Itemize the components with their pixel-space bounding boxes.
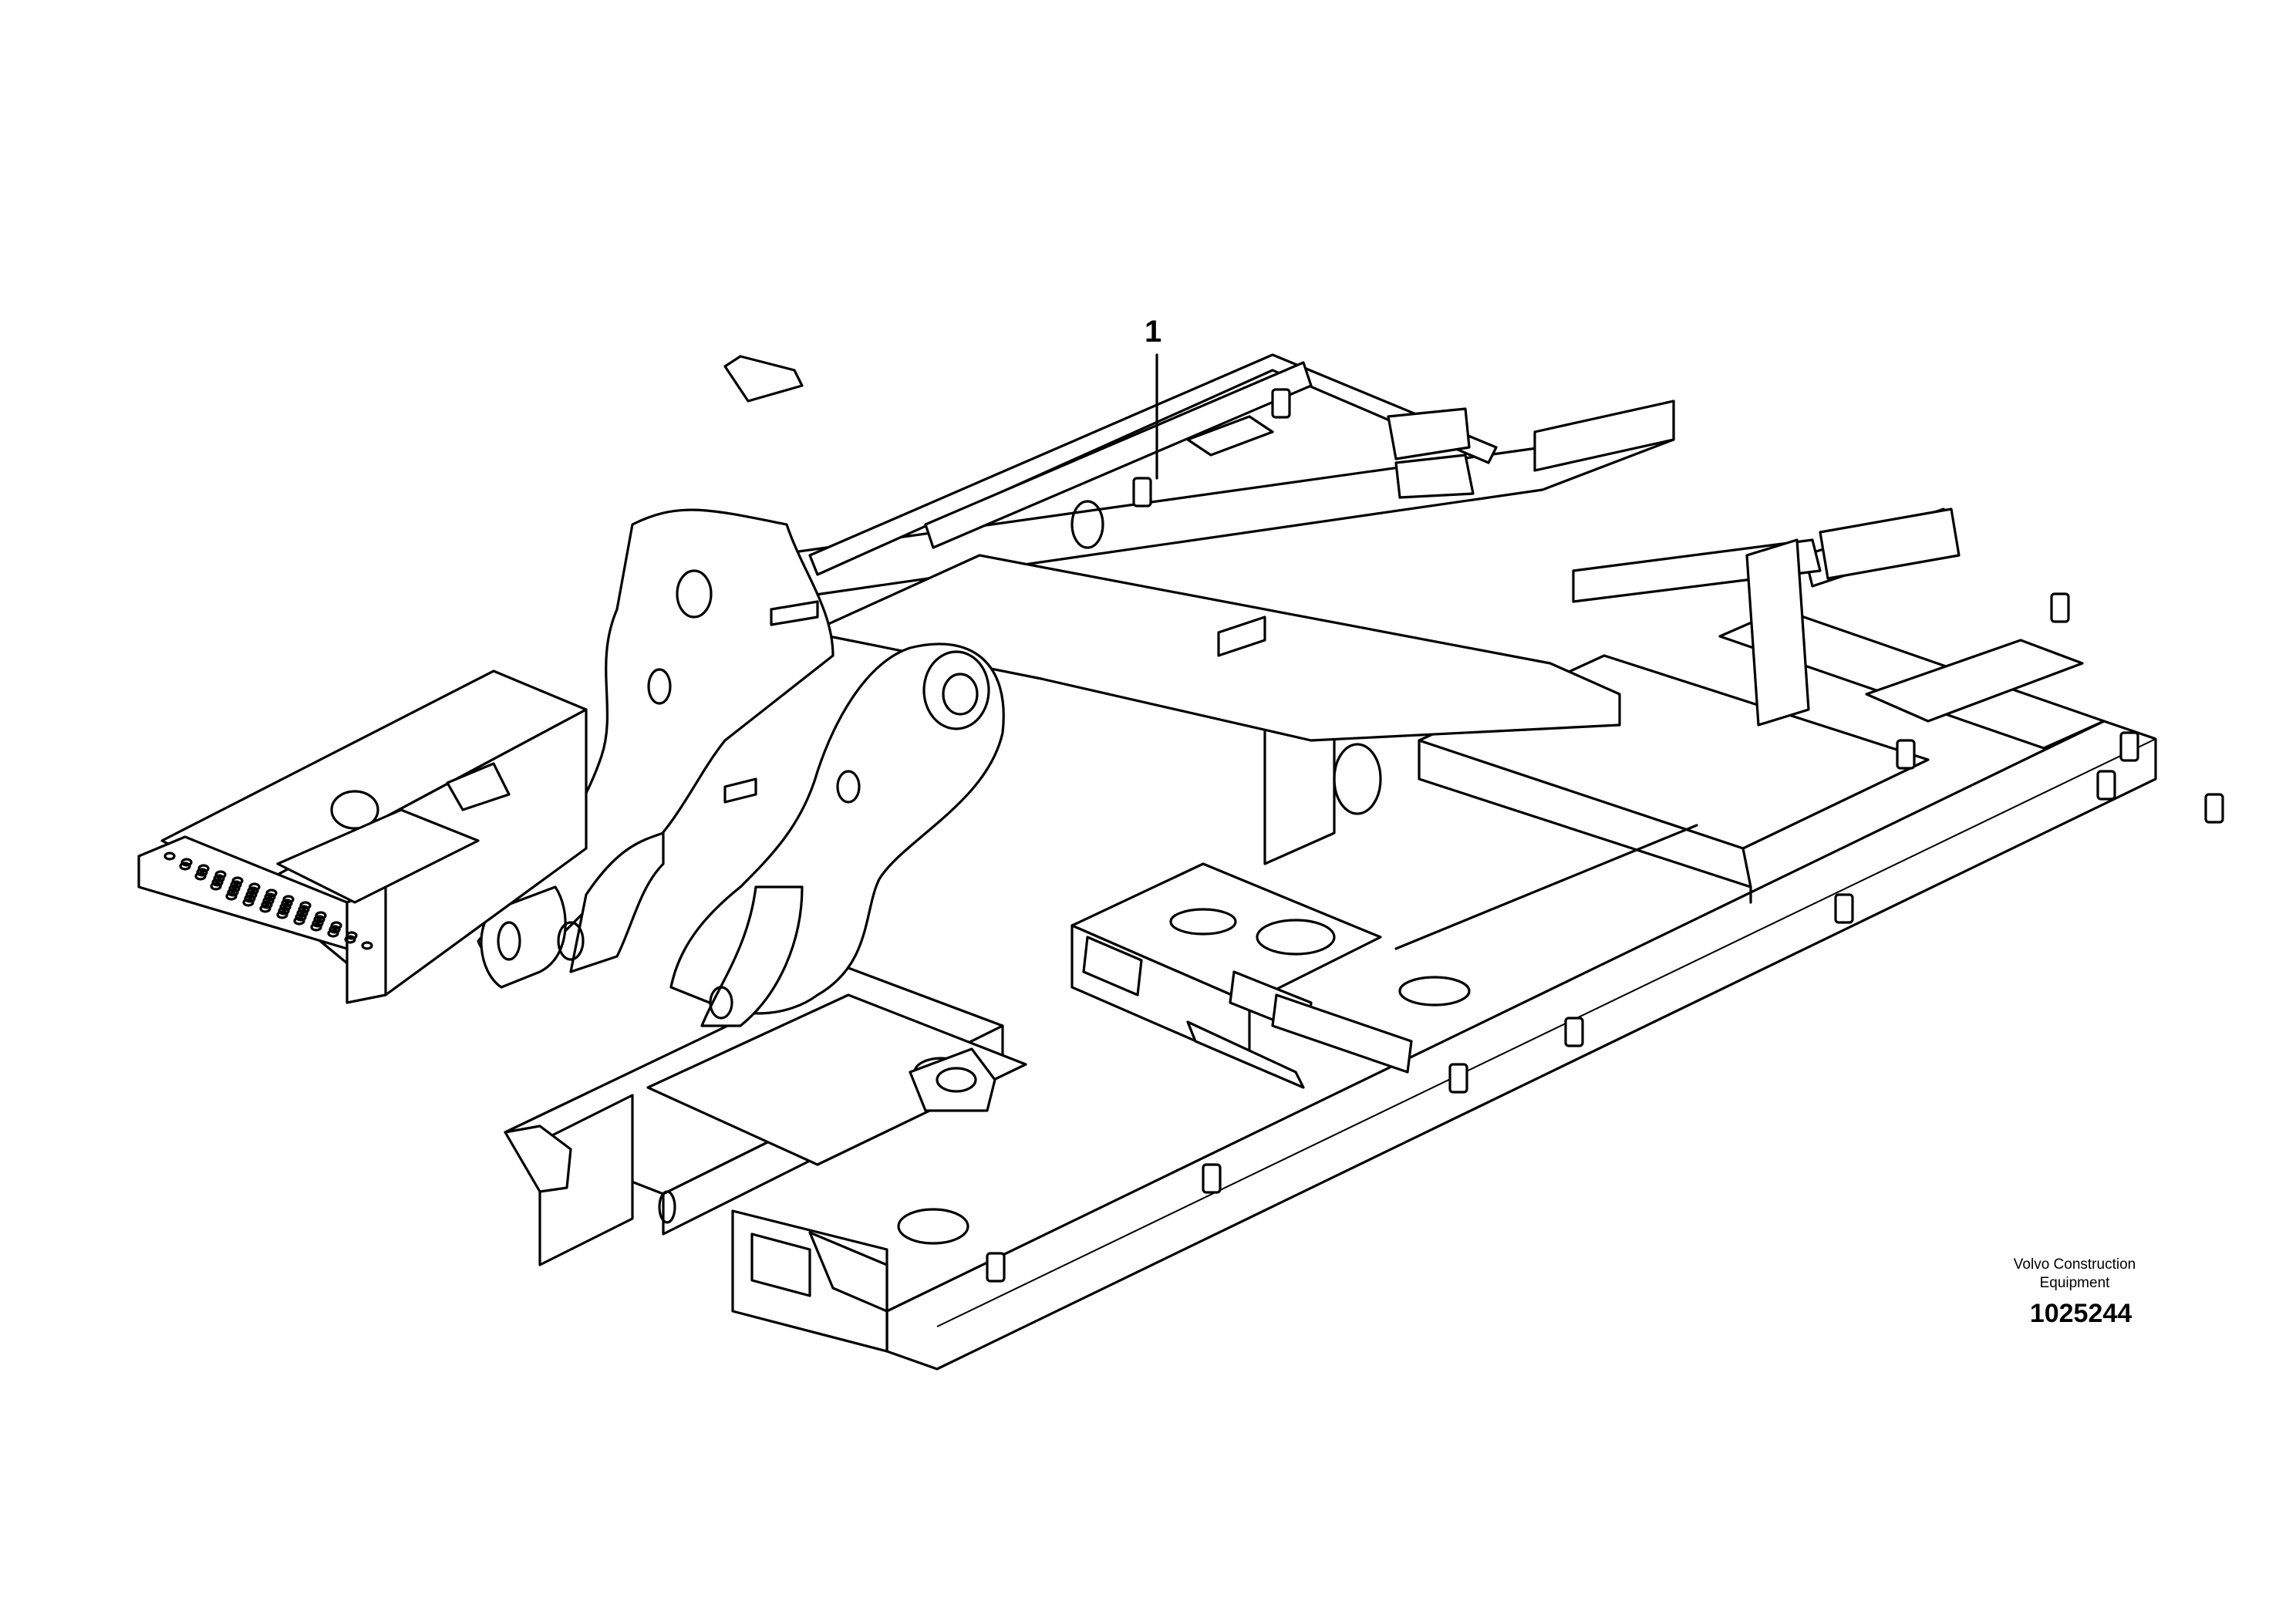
step-hole [230, 880, 242, 889]
step-hole [330, 921, 342, 930]
frame-right-section [1263, 639, 2084, 950]
step-hole [180, 858, 193, 867]
step-hole [264, 892, 276, 902]
step-hole [164, 851, 176, 861]
frame-boss [2204, 793, 2224, 824]
step-hole [344, 935, 356, 944]
brand-line-1: Volvo Construction [2013, 1256, 2136, 1273]
step-hole [361, 941, 373, 950]
step-hole [315, 911, 327, 920]
step-hole [244, 894, 256, 903]
step-hole [279, 902, 292, 912]
step-hole [327, 929, 339, 938]
step-hole [329, 925, 341, 934]
step-hole [210, 882, 222, 891]
step-hole [262, 896, 275, 905]
brand-label: Volvo Construction Equipment [1974, 1256, 2175, 1293]
frame-boss [2096, 770, 2116, 801]
step-hole [228, 884, 241, 893]
step-hole [225, 892, 238, 901]
step-hole [276, 910, 288, 919]
step-hole [227, 888, 239, 897]
step-hole [194, 872, 207, 881]
step-hole [213, 874, 225, 883]
frame-upper-tubes [770, 400, 1961, 742]
frame-inner-plates [646, 862, 1471, 1245]
frame-boss [986, 1252, 1006, 1283]
frame-boss [1834, 893, 1854, 924]
step-hole [295, 912, 307, 922]
frame-boss [1564, 1017, 1584, 1047]
frame-boss [1202, 1163, 1222, 1194]
frame-boss [1132, 477, 1152, 508]
step-hole [261, 900, 273, 909]
step-hole [278, 906, 290, 916]
boom-mount-bracket [477, 355, 1005, 1027]
brand-line-2: Equipment [2039, 1275, 2110, 1291]
frame-boss [1448, 1063, 1468, 1094]
frame-boss [1896, 739, 1916, 770]
step-grid [164, 851, 373, 950]
callout-number: 1 [1145, 315, 1162, 349]
step-hole [214, 870, 227, 879]
step-hole [296, 909, 308, 918]
step-hole [231, 876, 244, 885]
step-hole [293, 916, 305, 926]
step-hole [282, 895, 295, 904]
frame-boss [2050, 592, 2070, 623]
frame-bosses [986, 388, 2224, 1283]
step-hole [247, 886, 259, 895]
frame-boss [2119, 731, 2139, 762]
frame-left-rail [808, 353, 1498, 576]
step-hole [265, 889, 278, 898]
figure-number: 1025244 [2029, 1299, 2132, 1328]
step-hole [248, 882, 261, 892]
step-hole [197, 864, 210, 873]
step-hole [299, 901, 312, 910]
step-hole [211, 878, 224, 887]
step-hole [312, 919, 324, 928]
step-hole [281, 899, 293, 908]
step-hole [346, 931, 358, 940]
step-hole [179, 862, 191, 871]
step-hole [259, 904, 271, 913]
step-hole [242, 898, 255, 907]
frame-boss [1271, 388, 1291, 419]
step-hole [298, 905, 310, 914]
step-hole [313, 915, 325, 924]
step-hole [310, 922, 322, 932]
step-hole [196, 868, 208, 877]
step-hole [245, 890, 258, 899]
